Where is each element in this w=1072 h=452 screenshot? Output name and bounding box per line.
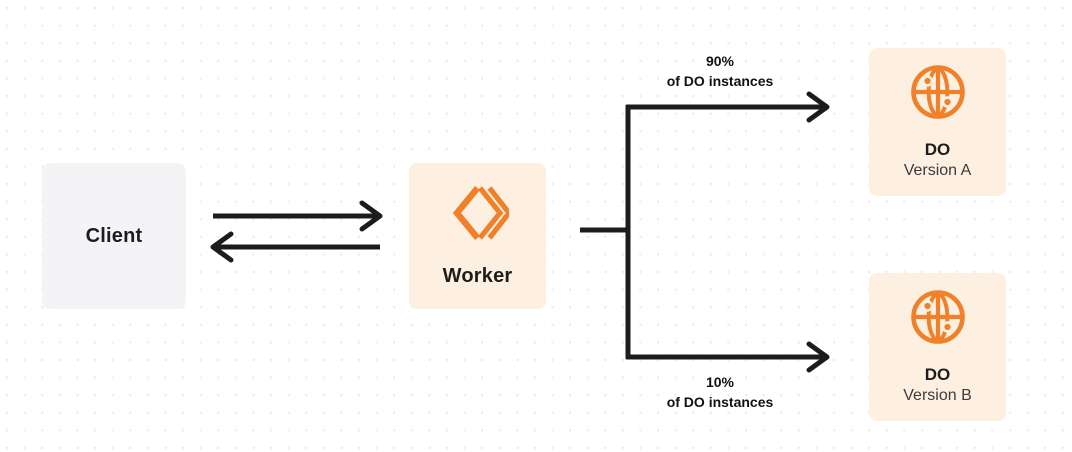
node-do-b-label: DO (924, 364, 951, 384)
cloudflare-workers-icon (447, 184, 512, 247)
edge-label-do-a: 90% of DO instances (610, 52, 830, 92)
globe-icon (909, 288, 967, 351)
node-do-b-sublabel: Version B (903, 387, 972, 405)
node-client: Client (42, 163, 186, 309)
arrow-worker-to-do-a (626, 91, 830, 123)
globe-icon (909, 63, 967, 126)
edge-label-do-b: 10% of DO instances (610, 373, 830, 413)
node-do-a-label: DO (924, 139, 951, 159)
edge-label-do-a-description: of DO instances (666, 72, 774, 89)
node-do-a-sublabel: Version A (903, 162, 972, 180)
node-do-version-b: DO Version B (869, 273, 1006, 421)
edge-label-do-b-percent: 10% (705, 374, 735, 390)
arrow-client-to-worker (213, 200, 383, 232)
node-worker: Worker (409, 163, 546, 309)
node-do-version-a: DO Version A (869, 48, 1006, 196)
edge-label-do-b-description: of DO instances (666, 393, 774, 410)
node-client-label: Client (85, 224, 143, 247)
edge-label-do-a-percent: 90% (705, 53, 735, 69)
arrow-worker-to-do-b (626, 341, 830, 373)
node-worker-label: Worker (442, 265, 513, 287)
arrow-worker-to-client (210, 231, 380, 263)
